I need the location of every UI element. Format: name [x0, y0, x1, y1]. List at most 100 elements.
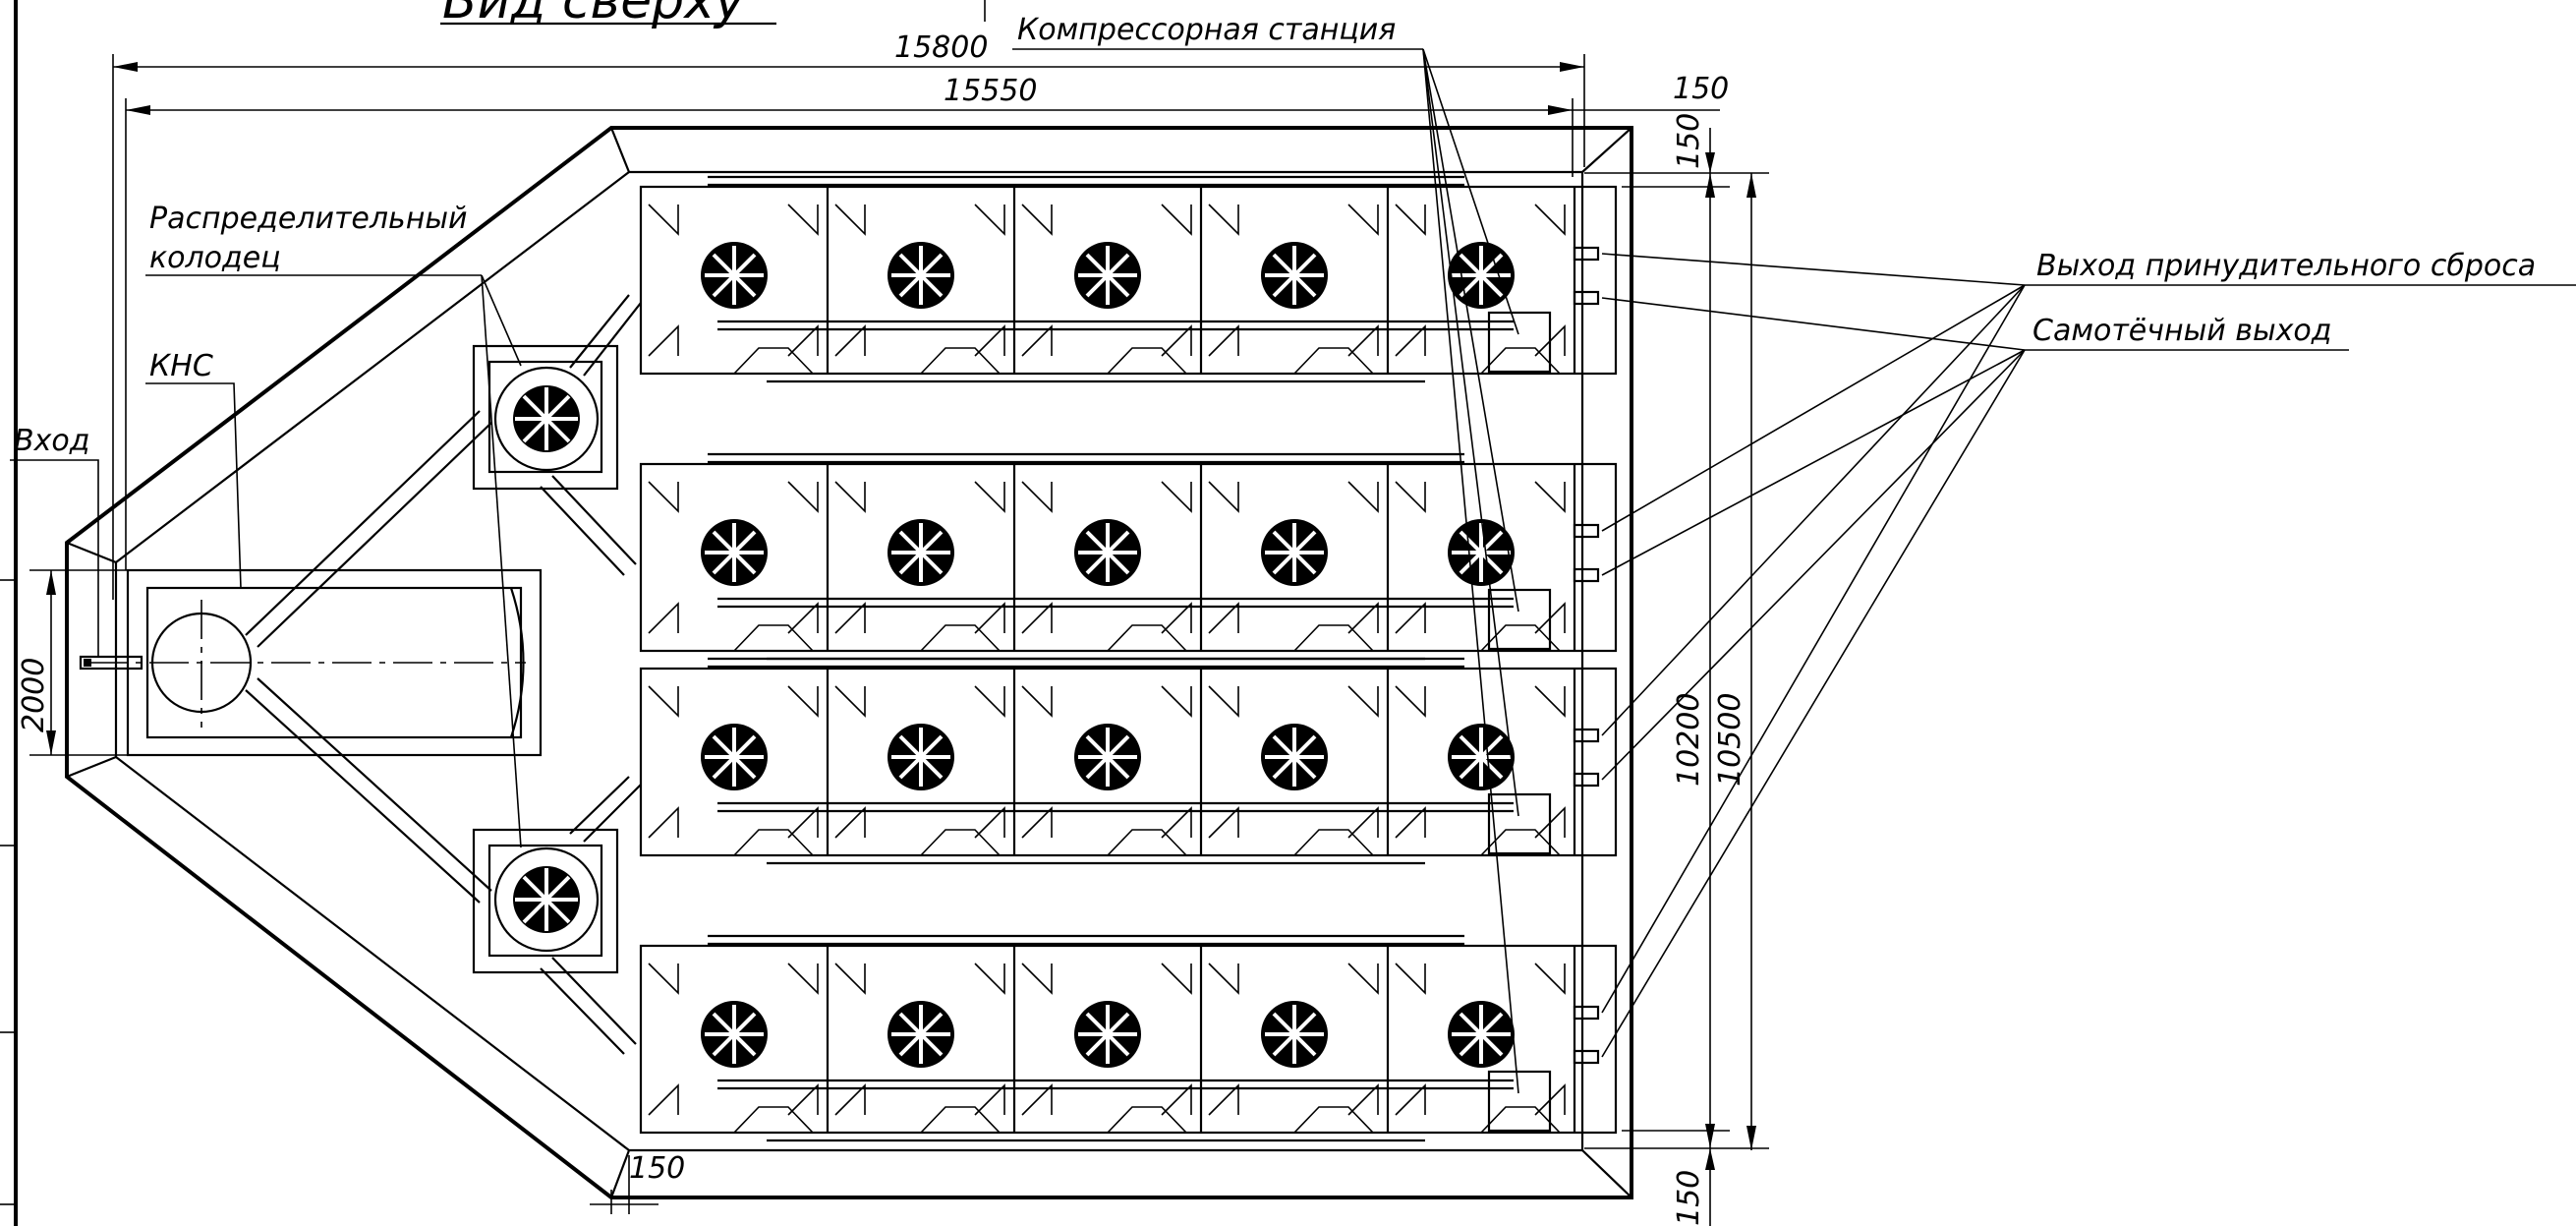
- labels: Компрессорная станция Распределительный …: [10, 13, 2576, 461]
- corner-fillet: [834, 806, 866, 839]
- compressor-box: [1487, 1070, 1552, 1133]
- corner-fillet: [1347, 204, 1379, 236]
- label-distribution-well-line1: Распределительный: [149, 202, 468, 236]
- aerator-spoke: [1459, 530, 1504, 575]
- corner-fillet: [834, 602, 866, 634]
- corner-fillet: [1395, 963, 1426, 995]
- corner-fillet: [1161, 963, 1192, 995]
- corner-fillet: [974, 806, 1005, 839]
- hopper: [920, 347, 1001, 375]
- outlet-stubs: [1573, 246, 1600, 1065]
- aerator-spokes: [1078, 523, 1137, 582]
- forced-outlet-stub: [1573, 246, 1600, 262]
- corner-fillet: [1534, 685, 1566, 718]
- aerator-spokes: [1078, 1005, 1137, 1064]
- leader-compressor: [1422, 48, 1519, 613]
- corner-fillet: [648, 806, 679, 839]
- aerator-spokes: [1265, 728, 1324, 787]
- leader-gravity-outlet: [1601, 349, 2026, 781]
- aerator-spoke: [712, 530, 757, 575]
- leader-compressor: [1422, 48, 1519, 817]
- gravity-outlet-stub: [1573, 1049, 1600, 1065]
- hopper: [1480, 347, 1561, 375]
- gravity-outlet-stub: [1573, 290, 1600, 306]
- corner-fillet: [1208, 685, 1239, 718]
- corner-fillet: [1347, 1083, 1379, 1116]
- hopper: [1107, 829, 1187, 856]
- dim-kns-width: 2000: [17, 658, 51, 732]
- corner-fillet: [787, 806, 819, 839]
- hopper: [1293, 347, 1374, 375]
- distribution-well-lower: [472, 828, 619, 974]
- corner-fillet: [1161, 324, 1192, 357]
- corner-fillet: [974, 963, 1005, 995]
- corner-fillet: [1534, 204, 1566, 236]
- tank-row-frame: [639, 944, 1618, 1135]
- corner-fillet: [1347, 602, 1379, 634]
- aerator-spokes: [1078, 246, 1137, 305]
- corner-fillet: [974, 324, 1005, 357]
- corner-fillet: [1021, 481, 1053, 513]
- corner-fillet: [648, 685, 679, 718]
- aerator-spoke: [1272, 734, 1317, 780]
- compressor-box: [1487, 311, 1552, 374]
- leader-forced-outlet: [1601, 284, 2026, 532]
- aerator-spoke: [1085, 253, 1130, 298]
- tank-row: [639, 657, 1618, 865]
- leader-compressor: [1422, 48, 1519, 335]
- aerator-spokes: [1078, 728, 1137, 787]
- dim-inner-width: 10200: [1672, 693, 1706, 787]
- aerator-spokes: [891, 523, 950, 582]
- hopper: [1480, 624, 1561, 652]
- corner-fillet: [1534, 963, 1566, 995]
- leader-gravity-outlet: [1601, 349, 2026, 1058]
- gravity-outlet-stub: [1573, 772, 1600, 788]
- corner-fillet: [974, 481, 1005, 513]
- dim-wall-right: 150: [1673, 72, 1729, 106]
- corner-fillet: [1161, 1083, 1192, 1116]
- sheet-frame: [0, 0, 18, 1226]
- title-text: Вид сверху: [442, 0, 746, 30]
- compressor-box: [1487, 792, 1552, 855]
- aerator-spoke: [1085, 1012, 1130, 1057]
- corner-fillet: [1395, 324, 1426, 357]
- corner-fillet: [834, 1083, 866, 1116]
- aerator-spoke: [1272, 253, 1317, 298]
- corner-fillet: [1347, 806, 1379, 839]
- corner-fillet: [787, 602, 819, 634]
- corner-fillet: [974, 204, 1005, 236]
- corner-fillet: [1534, 481, 1566, 513]
- aerator-spoke: [1085, 734, 1130, 780]
- tank-row: [639, 175, 1618, 383]
- corner-fillet: [1021, 204, 1053, 236]
- corner-fillet: [1021, 963, 1053, 995]
- aerator-spokes: [705, 728, 764, 787]
- dimension-lines: 15800 15550 150 10200 10500 1: [17, 0, 1769, 1226]
- corner-fillet: [1395, 685, 1426, 718]
- corner-fillet: [1395, 806, 1426, 839]
- corner-fillet: [974, 685, 1005, 718]
- corner-fillet: [1161, 481, 1192, 513]
- corner-fillet: [787, 963, 819, 995]
- aerator-spokes: [705, 1005, 764, 1064]
- leader-gravity-outlet: [1601, 349, 2026, 576]
- corner-fillet: [1208, 806, 1239, 839]
- gravity-outlet-stub: [1573, 567, 1600, 583]
- label-compressor: Компрессорная станция: [1017, 13, 1396, 47]
- corner-fillet: [974, 602, 1005, 634]
- hopper: [1480, 829, 1561, 856]
- leader-compressor: [1422, 48, 1519, 1094]
- label-distribution-well-line2: колодец: [149, 241, 281, 275]
- aerator-spoke: [1459, 1012, 1504, 1057]
- aerator-spokes: [1452, 728, 1511, 787]
- forced-outlet-stub: [1573, 1005, 1600, 1021]
- corner-fillet: [1161, 685, 1192, 718]
- aerator-spoke: [712, 1012, 757, 1057]
- aerator-spokes: [1452, 1005, 1511, 1064]
- leader-forced-outlet: [1601, 253, 2026, 286]
- aerator-spokes: [705, 523, 764, 582]
- corner-fillet: [1161, 204, 1192, 236]
- distribution-well-upper: [472, 344, 619, 491]
- aerator-spoke: [1272, 1012, 1317, 1057]
- hopper: [1107, 347, 1187, 375]
